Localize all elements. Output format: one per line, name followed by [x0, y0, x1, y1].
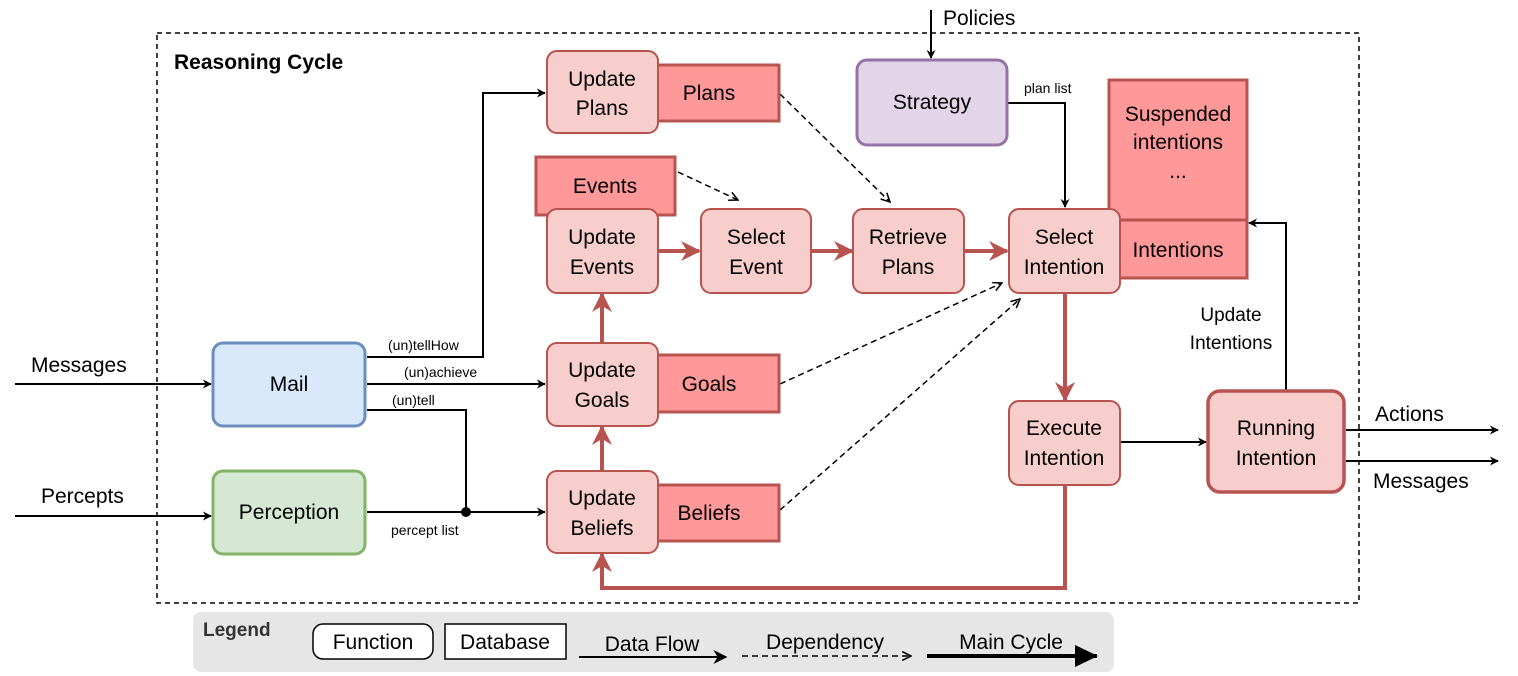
label-actions: Actions	[1375, 403, 1444, 426]
label-percept-list: percept list	[391, 522, 459, 538]
svg-text:Plans: Plans	[683, 82, 736, 105]
svg-text:Update: Update	[568, 226, 636, 249]
reasoning-cycle-title: Reasoning Cycle	[174, 51, 343, 74]
reasoning-cycle-boundary	[156, 32, 1360, 604]
label-policies: Policies	[943, 7, 1015, 30]
svg-text:Update: Update	[568, 359, 636, 382]
edge-strategy-to-select-intention	[1008, 102, 1070, 208]
database-goals: Goals	[643, 353, 781, 414]
dep-beliefs-to-select-intention	[779, 299, 1020, 511]
svg-text:Suspended: Suspended	[1125, 103, 1231, 126]
dep-events-to-select-event	[677, 171, 738, 200]
database-beliefs: Beliefs	[643, 483, 781, 543]
label-achieve: (un)achieve	[404, 364, 477, 380]
dep-goals-to-select-intention	[779, 283, 1002, 385]
svg-text:Events: Events	[573, 175, 637, 198]
svg-text:Running: Running	[1237, 417, 1315, 440]
svg-text:Main Cycle: Main Cycle	[959, 631, 1063, 654]
svg-text:Data Flow: Data Flow	[605, 633, 700, 656]
svg-text:Events: Events	[570, 256, 634, 279]
svg-text:...: ...	[1169, 160, 1187, 183]
label-percepts: Percepts	[41, 485, 124, 508]
svg-text:Perception: Perception	[239, 501, 339, 524]
svg-text:Plans: Plans	[882, 256, 935, 279]
legend-function-swatch	[312, 623, 434, 660]
dep-plans-to-retrieve-plans	[779, 93, 890, 202]
function-update-events: Update Events	[546, 208, 659, 294]
function-select-event: Select Event	[700, 208, 812, 294]
cycle-execute-to-beliefs	[592, 486, 1067, 590]
svg-text:Function: Function	[333, 631, 414, 654]
label-plan-list: plan list	[1024, 80, 1072, 96]
function-update-beliefs: Update Beliefs	[546, 470, 659, 554]
svg-text:Update: Update	[568, 68, 636, 91]
svg-text:Intention: Intention	[1024, 447, 1105, 470]
function-update-goals: Update Goals	[546, 342, 659, 427]
svg-text:Goals: Goals	[575, 389, 630, 412]
svg-text:Beliefs: Beliefs	[677, 502, 740, 525]
label-tell: (un)tell	[392, 392, 435, 408]
svg-text:Goals: Goals	[682, 373, 737, 396]
function-perception: Perception	[211, 469, 367, 556]
function-execute-intention: Execute Intention	[1008, 400, 1121, 486]
svg-text:intentions: intentions	[1133, 131, 1223, 154]
svg-text:Beliefs: Beliefs	[570, 517, 633, 540]
label-messages-out: Messages	[1373, 470, 1469, 493]
junction-dot	[461, 507, 471, 517]
svg-text:Select: Select	[1035, 226, 1094, 249]
svg-text:Intention: Intention	[1236, 447, 1317, 470]
function-running-intention: Running Intention	[1206, 389, 1346, 494]
legend-database-swatch	[444, 623, 567, 660]
label-update-intentions-1: Update	[1200, 305, 1261, 326]
svg-text:Select: Select	[727, 226, 786, 249]
svg-text:Plans: Plans	[576, 97, 629, 120]
label-update-intentions-2: Intentions	[1190, 333, 1272, 354]
edge-update-intentions	[1248, 218, 1287, 390]
label-messages-in: Messages	[31, 354, 127, 377]
function-mail: Mail	[211, 341, 367, 428]
svg-text:Update: Update	[568, 487, 636, 510]
svg-text:Dependency: Dependency	[766, 631, 884, 654]
label-tellhow: (un)tellHow	[388, 337, 460, 353]
edge-mail-tell	[367, 409, 467, 512]
database-suspended-intentions: Suspended intentions ...	[1107, 78, 1249, 222]
legend-title: Legend	[203, 620, 271, 641]
legend: Legend Function Database Data Flow Depen…	[193, 612, 1114, 672]
database-events: Events	[534, 155, 677, 217]
svg-text:Database: Database	[460, 631, 550, 654]
svg-text:Intention: Intention	[1024, 256, 1105, 279]
database-intentions: Intentions	[1107, 218, 1249, 280]
function-strategy: Strategy	[855, 58, 1009, 147]
svg-text:Intentions: Intentions	[1132, 239, 1223, 262]
function-retrieve-plans: Retrieve Plans	[852, 208, 965, 294]
database-plans: Plans	[643, 63, 781, 123]
svg-text:Strategy: Strategy	[893, 91, 972, 114]
svg-text:Event: Event	[729, 256, 783, 279]
function-update-plans: Update Plans	[546, 50, 659, 134]
svg-text:Mail: Mail	[270, 373, 309, 396]
edge-mail-tellhow	[367, 88, 546, 358]
function-select-intention: Select Intention	[1008, 208, 1121, 294]
svg-text:Execute: Execute	[1026, 417, 1102, 440]
svg-text:Retrieve: Retrieve	[869, 226, 947, 249]
